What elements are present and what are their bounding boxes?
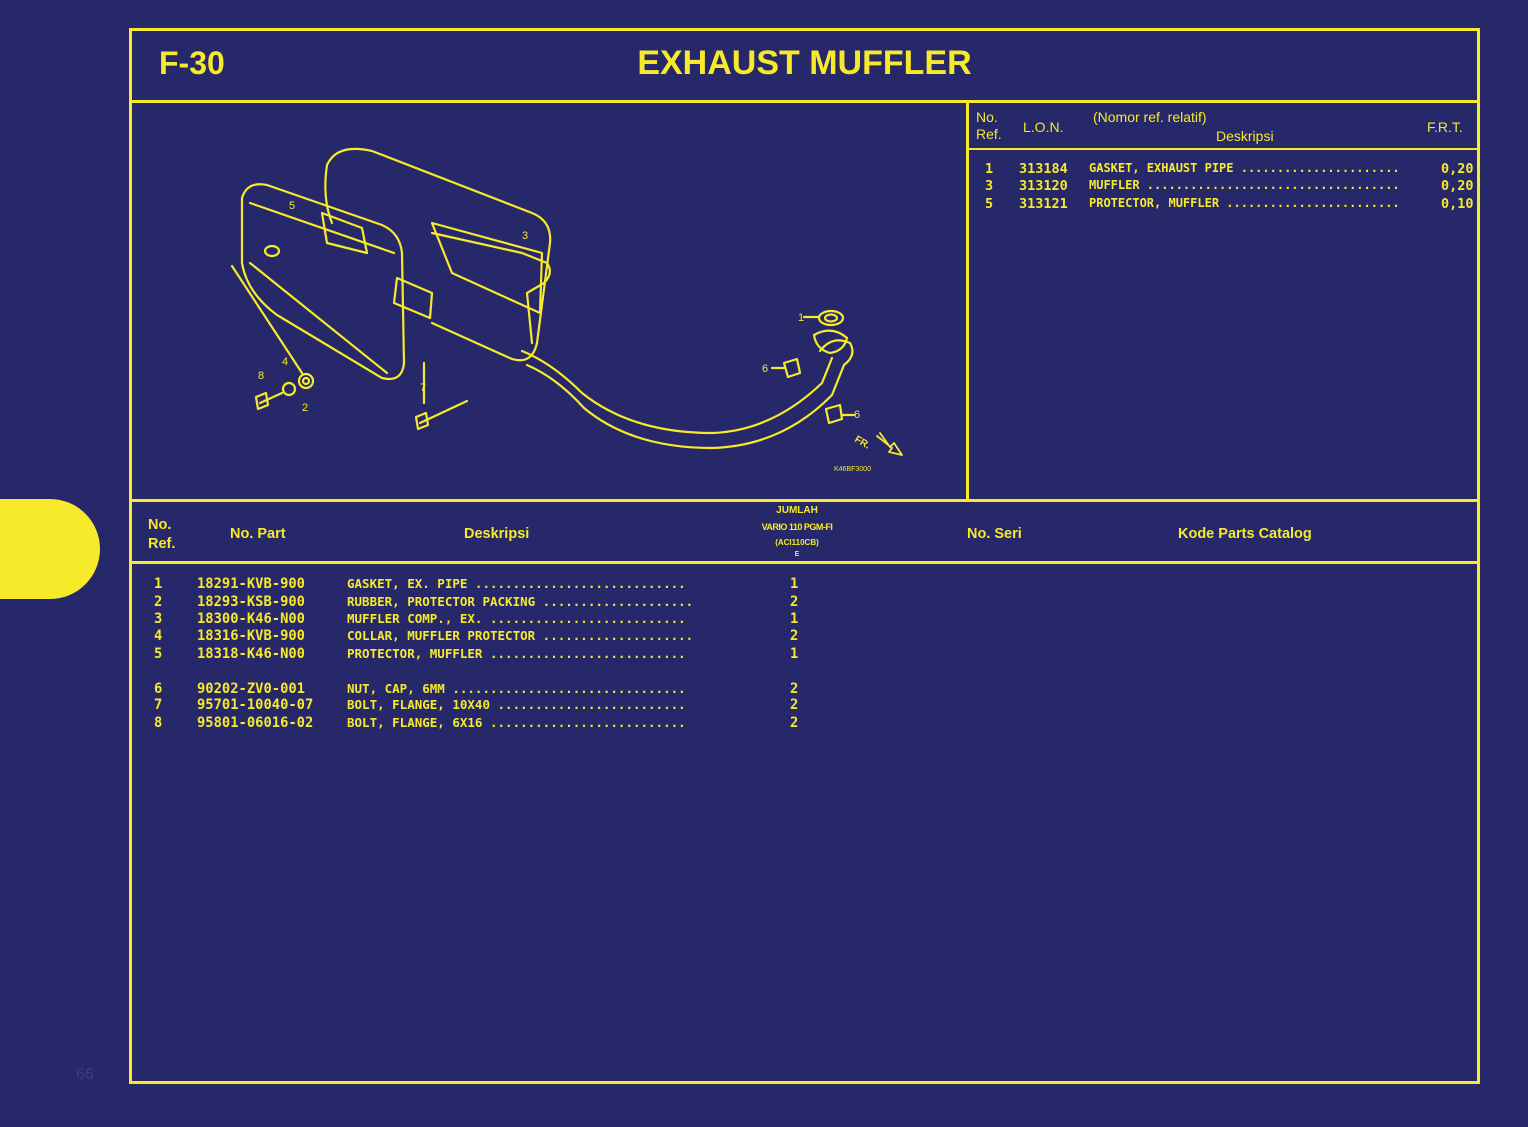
header-no-seri: No. Seri [967,526,1022,542]
exhaust-pipe-part [520,349,834,435]
part-desc: NUT, CAP, 6MM ..........................… [347,681,686,696]
muffler-part [325,147,552,362]
parts-row: 7 95701-10040-07 BOLT, FLANGE, 10X40 ...… [132,697,1477,714]
part-desc: COLLAR, MUFFLER PROTECTOR ..............… [347,628,694,643]
callout-1: 1 [798,312,804,324]
frt-header-no-ref: No. Ref. [976,109,1002,142]
section-divider [132,499,1477,502]
part-qty: 1 [790,646,799,662]
frt-header-lon: L.O.N. [1023,119,1064,135]
parts-row: 6 90202-ZV0-001 NUT, CAP, 6MM ..........… [132,681,1477,698]
frt-lon: 313121 [1019,196,1068,212]
part-number: 18318-K46-N00 [197,646,305,662]
part-qty: 2 [790,628,799,644]
part-desc: PROTECTOR, MUFFLER .....................… [347,646,686,661]
callout-6a: 6 [762,363,768,375]
parts-row: 3 18300-K46-N00 MUFFLER COMP., EX. .....… [132,611,1477,628]
part-desc: BOLT, FLANGE, 6X16 .....................… [347,715,686,730]
gasket-part [817,309,845,327]
part-number: 90202-ZV0-001 [197,681,305,697]
callout-8: 8 [258,370,264,382]
frt-desc: PROTECTOR, MUFFLER .....................… [1089,196,1400,210]
callout-6b: 6 [854,409,860,421]
callout-4: 4 [282,356,288,368]
part-ref: 6 [154,681,163,697]
callout-2: 2 [302,402,308,414]
frt-desc: GASKET, EXHAUST PIPE ...................… [1089,161,1400,175]
part-ref: 7 [154,697,163,713]
part-qty: 2 [790,594,799,610]
header-jumlah-label: JUMLAH [776,505,818,516]
frt-ref: 1 [985,161,994,177]
part-desc: RUBBER, PROTECTOR PACKING ..............… [347,594,694,609]
frt-header-nomor-ref: (Nomor ref. relatif) [1093,109,1207,125]
page-title-text: EXHAUST MUFFLER [637,44,972,82]
direction-label: FR. [853,434,873,452]
protector-part [240,183,406,381]
header-model: VARIO 110 PGM-FI [761,522,833,532]
exhaust-muffler-illustration: 5 3 1 6 6 7 8 4 2 FR. K46BF3000 [230,147,903,473]
part-desc: GASKET, EX. PIPE .......................… [347,576,686,591]
frt-lon: 313120 [1019,178,1068,194]
exploded-diagram: 5 3 1 6 6 7 8 4 2 FR. K46BF3000 [132,103,969,499]
part-ref: 2 [154,594,163,610]
drawing-code: K46BF3000 [834,466,871,473]
part-number: 18293-KSB-900 [197,594,305,610]
parts-table-header: No. Ref. No. Part Deskripsi JUMLAH VARIO… [132,502,1477,564]
header-variant: E [794,551,800,558]
part-desc: MUFFLER COMP., EX. .....................… [347,611,686,626]
part-ref: 5 [154,646,163,662]
frt-value: 0,10 [1441,196,1474,212]
parts-row: 8 95801-06016-02 BOLT, FLANGE, 6X16 ....… [132,715,1477,732]
callout-5: 5 [289,200,295,212]
frt-table-header: No. Ref. L.O.N. (Nomor ref. relatif) Des… [969,103,1477,150]
callout-7: 7 [420,382,426,394]
part-number: 95801-06016-02 [197,715,314,731]
page-number: 66 [76,1066,94,1083]
frt-row: 3 313120 MUFFLER .......................… [969,178,1477,196]
part-qty: 2 [790,697,799,713]
frt-ref: 5 [985,196,994,212]
part-ref: 4 [154,628,163,644]
frt-desc: MUFFLER ................................… [1089,178,1400,192]
part-ref: 8 [154,715,163,731]
parts-row: 4 18316-KVB-900 COLLAR, MUFFLER PROTECTO… [132,628,1477,645]
header-jumlah: JUMLAH VARIO 110 PGM-FI (ACI110CB) E [742,503,852,559]
frt-table: No. Ref. L.O.N. (Nomor ref. relatif) Des… [969,103,1477,499]
part-qty: 1 [790,576,799,592]
part-number: 18316-KVB-900 [197,628,305,644]
section-code: F-30 [159,45,225,81]
part-desc: BOLT, FLANGE, 10X40 ....................… [347,697,686,712]
part-ref: 1 [154,576,163,592]
frt-row: 5 313121 PROTECTOR, MUFFLER ............… [969,196,1477,214]
part-ref: 3 [154,611,163,627]
frt-value: 0,20 [1441,178,1474,194]
part-number: 95701-10040-07 [197,697,314,713]
part-qty: 2 [790,715,799,731]
page-title: EXHAUST MUFFLER [132,44,1477,83]
header-deskripsi: Deskripsi [464,526,530,542]
page-header: F-30 EXHAUST MUFFLER [132,31,1477,103]
frt-ref: 3 [985,178,994,194]
frt-lon: 313184 [1019,161,1068,177]
header-no-part: No. Part [230,526,286,542]
frt-value: 0,20 [1441,161,1474,177]
frt-row: 1 313184 GASKET, EXHAUST PIPE ..........… [969,161,1477,179]
section-tab[interactable] [0,499,100,599]
header-no-ref: No. Ref. [148,517,176,552]
part-number: 18300-K46-N00 [197,611,305,627]
parts-row: 2 18293-KSB-900 RUBBER, PROTECTOR PACKIN… [132,594,1477,611]
part-number: 18291-KVB-900 [197,576,305,592]
part-qty: 1 [790,611,799,627]
parts-row: 1 18291-KVB-900 GASKET, EX. PIPE .......… [132,576,1477,593]
callout-3: 3 [522,230,528,242]
frt-header-deskripsi: Deskripsi [1216,128,1274,144]
header-kode-parts-catalog: Kode Parts Catalog [1178,526,1312,542]
part-qty: 2 [790,681,799,697]
parts-row: 5 18318-K46-N00 PROTECTOR, MUFFLER .....… [132,646,1477,663]
catalog-page-frame: F-30 EXHAUST MUFFLER [129,28,1480,1084]
frt-header-frt: F.R.T. [1427,119,1463,135]
header-model-code: (ACI110CB) [775,538,819,547]
